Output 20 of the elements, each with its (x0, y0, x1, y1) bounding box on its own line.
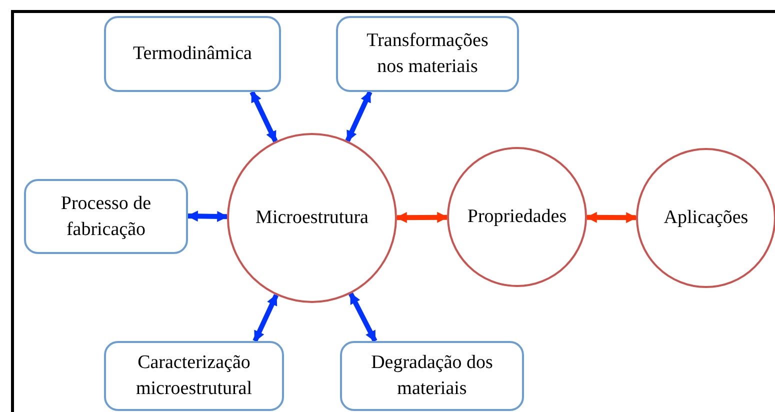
double-arrow (252, 294, 279, 342)
topic-box (104, 341, 284, 411)
node-label: Microestrutura (254, 206, 370, 230)
double-arrow (396, 212, 448, 224)
node-label: Propriedades (466, 205, 568, 230)
node-label: Caracterização microestrutural (134, 351, 254, 401)
node-label: Termodinâmica (132, 42, 253, 66)
double-arrow (345, 90, 372, 142)
topic-box (104, 16, 281, 92)
double-arrow (348, 292, 378, 342)
node-label: Transformações nos materiais (366, 29, 490, 79)
node-label: Processo de fabricação (60, 192, 152, 242)
topic-box (24, 179, 188, 254)
node-label: Aplicações (662, 206, 750, 230)
node-label: Degradação dos materiais (370, 351, 494, 401)
double-arrow (586, 212, 638, 224)
double-arrow (186, 210, 228, 222)
topic-box (340, 341, 524, 411)
double-arrow (250, 90, 278, 142)
topic-box (336, 16, 519, 92)
